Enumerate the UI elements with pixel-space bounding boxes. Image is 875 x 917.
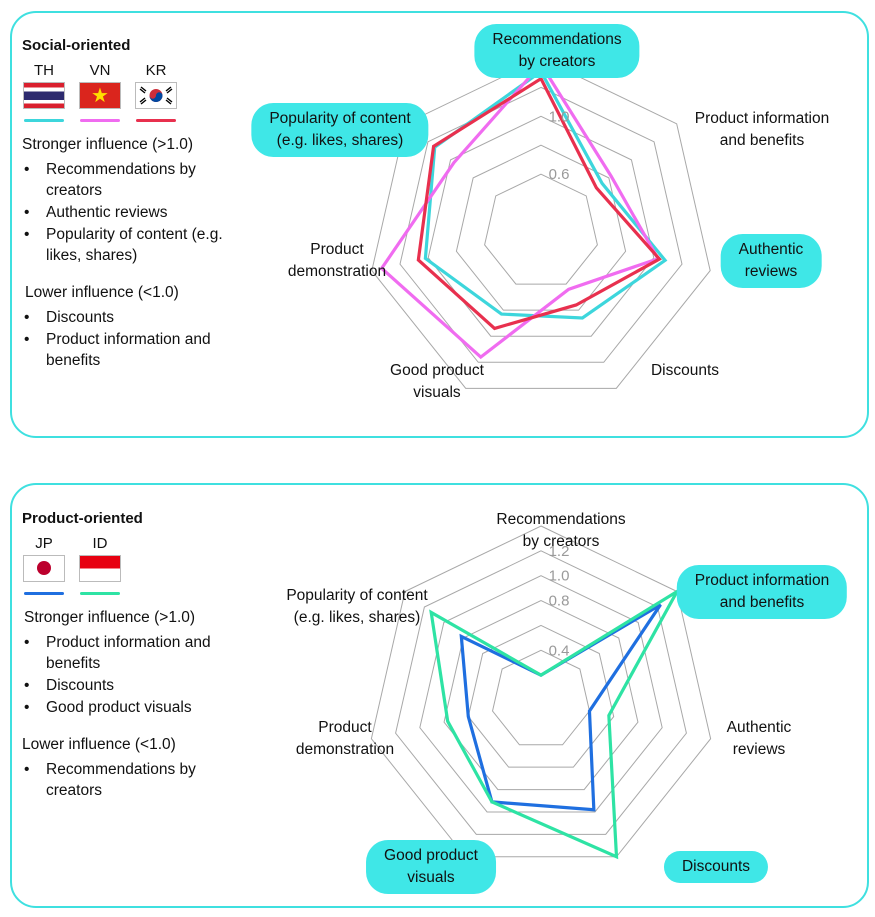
panel2-title: Product-oriented <box>22 510 143 527</box>
series-th <box>423 69 668 320</box>
panel2-flags: JP ID <box>22 535 236 595</box>
grid-ring <box>370 525 712 858</box>
id-series-line-key <box>80 592 120 595</box>
list-item: Product information and benefits <box>22 329 216 371</box>
flag-item-kr: KR <box>134 62 178 122</box>
kr-series-line-key <box>136 119 176 122</box>
flag-code-vn: VN <box>89 62 111 79</box>
list-item: Recommendations by creators <box>22 159 216 201</box>
panel1-stronger-list: Recommendations by creators Authentic re… <box>22 159 236 266</box>
grid-ring <box>395 550 687 835</box>
tick-label: 1.2 <box>549 543 570 560</box>
axis-label: Discounts <box>663 851 769 883</box>
indonesia-flag <box>79 555 121 582</box>
list-item: Good product visuals <box>22 697 236 718</box>
radar-chart-1: 0.61.01.4 <box>371 50 711 389</box>
tick-label: 0.4 <box>549 642 570 659</box>
th-series-line-key <box>24 119 64 122</box>
flag-item-id: ID <box>78 535 122 595</box>
grid-ring <box>399 86 683 363</box>
axis-label: Popularity of content(e.g. likes, shares… <box>251 103 429 157</box>
panel2-stronger-list: Product information and benefits Discoun… <box>22 632 236 718</box>
tick-label: 0.8 <box>549 593 570 610</box>
vietnam-flag: ★ <box>79 82 121 109</box>
tick-label: 1.0 <box>549 568 570 585</box>
flag-code-kr: KR <box>145 62 167 79</box>
thailand-flag <box>23 82 65 109</box>
grid-ring <box>467 624 615 768</box>
list-item: Discounts <box>22 675 216 696</box>
panel2-stronger-label: Stronger influence (>1.0) <box>24 609 196 626</box>
grid-ring <box>455 144 627 311</box>
grid-ring <box>427 115 655 337</box>
flag-code-id: ID <box>92 535 108 552</box>
vn-series-line-key <box>80 119 120 122</box>
flag-code-th: TH <box>34 62 54 79</box>
flag-item-jp: JP <box>22 535 66 595</box>
list-item: Discounts <box>22 307 216 328</box>
korea-flag <box>135 82 177 109</box>
series-id <box>429 586 682 860</box>
list-item: Authentic reviews <box>22 202 216 223</box>
flag-code-jp: JP <box>35 535 53 552</box>
axis-label: Popularity of content(e.g. likes, shares… <box>286 587 428 626</box>
grid-ring <box>491 649 591 746</box>
panel2-legend: Product-oriented JP ID Stronger influenc… <box>22 508 236 802</box>
grid-ring <box>419 575 663 813</box>
panel1-title: Social-oriented <box>22 37 131 54</box>
tick-label: 0.6 <box>549 166 570 183</box>
panel1-lower-list: Discounts Product information and benefi… <box>22 307 236 371</box>
list-item: Popularity of content (e.g. likes, share… <box>22 224 236 266</box>
tick-label: 1.0 <box>549 108 570 125</box>
grid-ring <box>443 600 639 791</box>
list-item: Recommendations by creators <box>22 759 216 801</box>
flag-item-vn: VN ★ <box>78 62 122 122</box>
series-jp <box>459 603 662 812</box>
flag-item-th: TH <box>22 62 66 122</box>
grid-ring <box>484 173 598 285</box>
radar-chart-2: 0.4 0.8 1.0 1.2 <box>370 525 712 860</box>
panel2-lower-list: Recommendations by creators <box>22 759 236 801</box>
panel1-flags: TH VN ★ KR <box>22 62 236 122</box>
list-item: Product information and benefits <box>22 632 216 674</box>
series-vn <box>379 61 661 360</box>
panel1-stronger-label: Stronger influence (>1.0) <box>22 136 194 153</box>
panel1-lower-label: Lower influence (<1.0) <box>25 284 179 301</box>
series-kr <box>416 76 662 331</box>
axis-label: Discounts <box>650 362 720 379</box>
japan-flag <box>23 555 65 582</box>
jp-series-line-key <box>24 592 64 595</box>
panel2-lower-label: Lower influence (<1.0) <box>22 736 176 753</box>
panel1-legend: Social-oriented TH VN ★ KR <box>22 35 236 372</box>
